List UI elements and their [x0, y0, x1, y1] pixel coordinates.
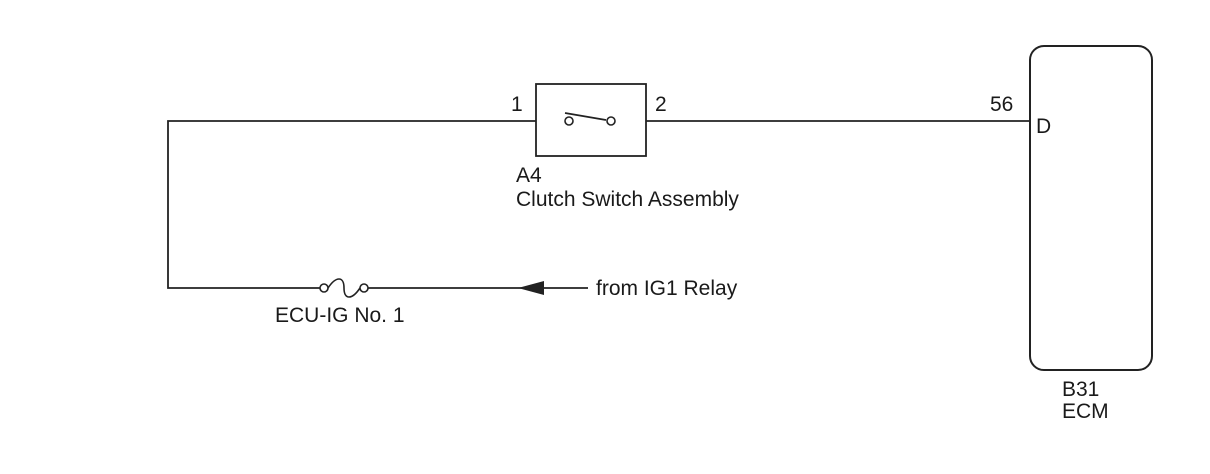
ecm-pin-number: 56 [990, 93, 1014, 116]
ecm-pin-label: D [1036, 115, 1052, 138]
switch-pin-2: 2 [655, 93, 667, 116]
fuse-terminal-right [359, 283, 369, 293]
ecm-box [1029, 45, 1153, 371]
switch-box [535, 83, 647, 157]
switch-pin-1: 1 [511, 93, 523, 116]
switch-contact-right [606, 116, 616, 126]
switch-contact-left [564, 116, 574, 126]
switch-code: A4 [516, 164, 542, 187]
fuse-element [327, 278, 361, 298]
source-label: from IG1 Relay [596, 277, 738, 300]
fuse-terminal-left [319, 283, 329, 293]
fuse-name: ECU-IG No. 1 [275, 304, 405, 327]
wire-left-loop [167, 120, 536, 289]
switch-name: Clutch Switch Assembly [516, 188, 739, 211]
ecm-name: ECM [1062, 400, 1109, 423]
switch-lever [564, 112, 607, 121]
arrow-icon [518, 281, 544, 295]
ecm-code: B31 [1062, 378, 1100, 401]
